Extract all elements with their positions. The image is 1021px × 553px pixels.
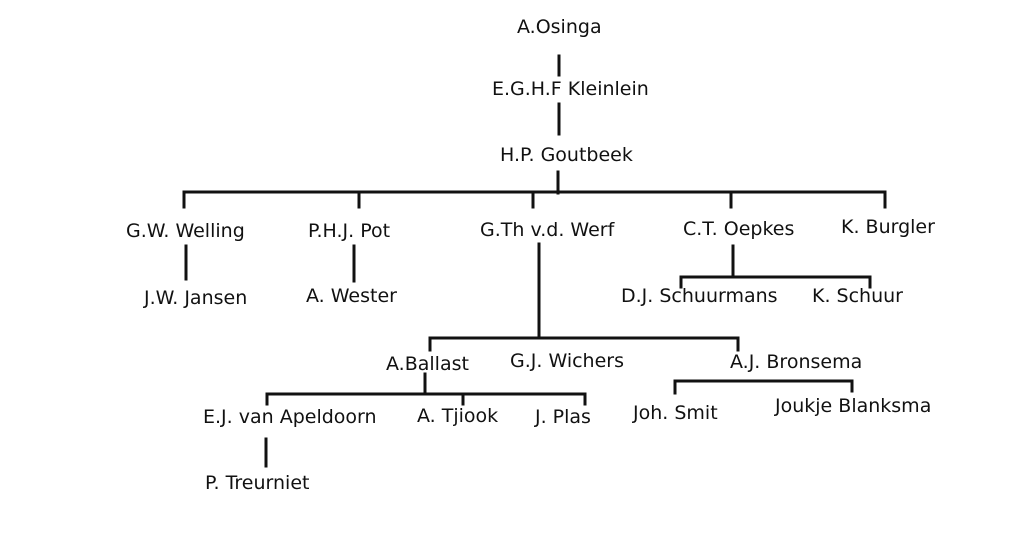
person-pot: P.H.J. Pot	[308, 220, 391, 242]
person-goutbeek: H.P. Goutbeek	[500, 144, 633, 166]
person-tjiook: A. Tjiook	[417, 405, 499, 427]
person-osinga: A.Osinga	[517, 16, 602, 38]
person-treurniet: P. Treurniet	[205, 472, 310, 494]
person-jansen: J.W. Jansen	[144, 287, 248, 309]
person-burgler: K. Burgler	[841, 216, 935, 238]
person-schuurmans: D.J. Schuurmans	[621, 285, 778, 307]
person-welling: G.W. Welling	[126, 220, 245, 242]
person-schuur: K. Schuur	[812, 285, 903, 307]
person-wester: A. Wester	[306, 285, 397, 307]
person-blanksma: Joukje Blanksma	[775, 395, 932, 417]
person-ballast: A.Ballast	[386, 353, 469, 375]
person-smit: Joh. Smit	[633, 402, 718, 424]
person-werf: G.Th v.d. Werf	[480, 219, 615, 241]
person-apeldoorn: E.J. van Apeldoorn	[203, 406, 377, 428]
person-wichers: G.J. Wichers	[510, 350, 624, 372]
person-bronsema: A.J. Bronsema	[730, 351, 863, 373]
person-kleinlein: E.G.H.F Kleinlein	[492, 78, 649, 100]
person-oepkes: C.T. Oepkes	[683, 218, 795, 240]
person-plas: J. Plas	[535, 406, 591, 428]
